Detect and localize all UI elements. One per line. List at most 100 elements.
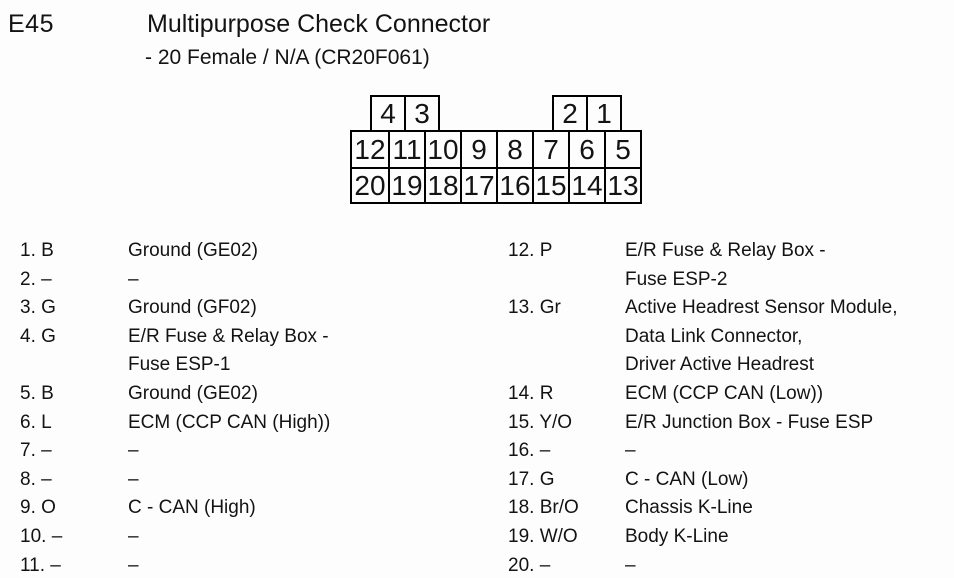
pin-description-line: Ground (GE02) xyxy=(128,240,258,261)
pin-number-and-wire-color: 3. G xyxy=(20,297,56,319)
pin-row-16: 16. – – xyxy=(508,437,897,466)
pin-number-and-wire-color: 6. L xyxy=(20,411,52,433)
pin-description-line: Ground (GF02) xyxy=(128,297,257,319)
pin-description: Chassis K-Line xyxy=(625,494,753,523)
pin-number-and-wire-color: 18. Br/O xyxy=(508,497,579,519)
pin-row-20: 20. – – xyxy=(508,552,897,578)
pin-description: – xyxy=(128,266,139,295)
pin-description: ECM (CCP CAN (Low)) xyxy=(625,380,823,409)
connector-pin-cell-10: 10 xyxy=(424,132,460,167)
pin-description-line: C - CAN (Low) xyxy=(625,468,749,490)
pin-row-2: 2. – – xyxy=(20,266,330,295)
pin-number-and-wire-color: 4. G xyxy=(20,325,56,347)
pin-number-and-wire-color: 9. O xyxy=(20,497,56,519)
pin-row-19: 19. W/O Body K-Line xyxy=(508,523,897,552)
connector-pin-cell-6: 6 xyxy=(568,132,604,167)
pin-row-8: 8. – – xyxy=(20,466,330,495)
pin-row-1: 1. B Ground (GE02) xyxy=(20,237,330,266)
pin-row-11: 11. –– xyxy=(20,552,330,578)
pin-description-line: – xyxy=(128,440,139,462)
pin-number-and-wire-color: 19. W/O xyxy=(508,525,578,547)
pin-description: E/R Fuse & Relay Box - Fuse ESP-1 xyxy=(128,323,329,380)
connector-pin-cell-12: 12 xyxy=(354,133,386,165)
pin-description-line: – xyxy=(625,440,636,462)
connector-pin-cell-7: 7 xyxy=(532,132,568,167)
pin-description-line: Body K-Line xyxy=(625,525,729,547)
pin-number-and-wire-color: 2. – xyxy=(20,268,52,290)
connector-pin-cell-3: 3 xyxy=(404,95,440,132)
pin-row-15: 15. Y/O E/R Junction Box - Fuse ESP xyxy=(508,409,897,438)
connector-pin-cell-17: 17 xyxy=(460,167,496,202)
pin-description-line: Driver Active Headrest xyxy=(625,354,815,376)
page-title: Multipurpose Check Connector xyxy=(147,10,491,38)
pin-number-and-wire-color: 17. G xyxy=(508,468,555,490)
connector-pin-cell-2: 2 xyxy=(552,95,588,132)
pin-description-line: Fuse ESP-2 xyxy=(625,268,728,290)
pin-row-3: 3. G Ground (GF02) xyxy=(20,294,330,323)
pin-description: – xyxy=(625,437,636,466)
pin-row-4: 4. G E/R Fuse & Relay Box - Fuse ESP-1 xyxy=(20,323,330,380)
page-subtitle: - 20 Female / N/A (CR20F061) xyxy=(145,46,430,69)
pin-list-left: 1. B Ground (GE02) 2. – – 3. G Ground (GF02) 4… xyxy=(20,237,330,578)
connector-pin-cell-16: 16 xyxy=(496,167,532,202)
pin-description: Ground (GF02) xyxy=(128,294,257,323)
pin-description: – xyxy=(625,552,636,578)
pin-description-line: Active Headrest Sensor Module, xyxy=(625,297,898,319)
pin-description-line: Data Link Connector, xyxy=(625,325,803,347)
connector-id: E45 xyxy=(8,10,54,38)
pin-description: Ground (GE02) xyxy=(128,380,258,409)
pin-description-line: – xyxy=(128,468,139,490)
pin-list-right: 12. P E/R Fuse & Relay Box - Fuse ESP-2 13.… xyxy=(508,237,897,578)
pin-description: – xyxy=(128,466,139,495)
pin-description-line: – xyxy=(128,554,139,576)
pin-description-line: Fuse ESP-1 xyxy=(128,354,231,376)
pin-number-and-wire-color: 7. – xyxy=(20,440,52,462)
pin-description: Body K-Line xyxy=(625,523,729,552)
connector-pin-cell-1: 1 xyxy=(586,95,622,132)
pin-description-line: – xyxy=(128,525,139,547)
pin-number-and-wire-color: 8. – xyxy=(20,468,52,490)
pin-description: C - CAN (High) xyxy=(128,494,256,523)
connector-pin-cell-11: 11 xyxy=(388,132,424,167)
pin-description-line: Chassis K-Line xyxy=(625,497,753,519)
pin-number-and-wire-color: 16. – xyxy=(508,440,551,462)
pin-description: – xyxy=(128,437,139,466)
pin-description-line: ECM (CCP CAN (High)) xyxy=(128,411,331,433)
pin-description-line: C - CAN (High) xyxy=(128,497,256,519)
connector-pin-cell-4: 4 xyxy=(370,95,406,132)
connector-pin-cell-8: 8 xyxy=(496,132,532,167)
pin-number-and-wire-color: 12. P xyxy=(508,240,553,261)
connector-pin-cell-15: 15 xyxy=(532,167,568,202)
pin-description-line: E/R Fuse & Relay Box - xyxy=(625,240,826,261)
pin-description-line: – xyxy=(625,554,636,576)
connector-pin-cell-20: 20 xyxy=(352,167,388,202)
pin-row-9: 9. O C - CAN (High) xyxy=(20,494,330,523)
pin-description-line: E/R Junction Box - Fuse ESP xyxy=(625,411,874,433)
connector-pin-cell-13: 13 xyxy=(604,167,640,202)
pin-number-and-wire-color: 20. – xyxy=(508,554,551,576)
pin-description: ECM (CCP CAN (High)) xyxy=(128,409,330,438)
pin-row-13: 13. Gr Active Headrest Sensor Module, Data… xyxy=(508,294,897,380)
pin-description: C - CAN (Low) xyxy=(625,466,749,495)
pin-number-and-wire-color: 14. R xyxy=(508,382,554,404)
connector-pin-cell-5: 5 xyxy=(604,132,640,167)
pin-row-14: 14. R ECM (CCP CAN (Low)) xyxy=(508,380,897,409)
connector-pin-cell-18: 18 xyxy=(424,167,460,202)
pin-number-and-wire-color: 1. B xyxy=(20,240,54,261)
pin-description-line: – xyxy=(128,268,139,290)
pin-description-line: Ground (GE02) xyxy=(128,382,258,404)
pin-number-and-wire-color: 10. – xyxy=(20,525,63,547)
pin-number-and-wire-color: 15. Y/O xyxy=(508,411,573,433)
connector-pin-cell-9: 9 xyxy=(460,132,496,167)
pin-number-and-wire-color: 13. Gr xyxy=(508,297,561,319)
pin-description-line: E/R Fuse & Relay Box - xyxy=(128,325,329,347)
pin-description: – xyxy=(128,523,139,552)
pin-row-10: 10. – – xyxy=(20,523,330,552)
pin-row-6: 6. L ECM (CCP CAN (High)) xyxy=(20,409,330,438)
pin-row-17: 17. G C - CAN (Low) xyxy=(508,466,897,495)
pin-row-18: 18. Br/O Chassis K-Line xyxy=(508,494,897,523)
connector-pin-cell-19: 19 xyxy=(388,167,424,202)
